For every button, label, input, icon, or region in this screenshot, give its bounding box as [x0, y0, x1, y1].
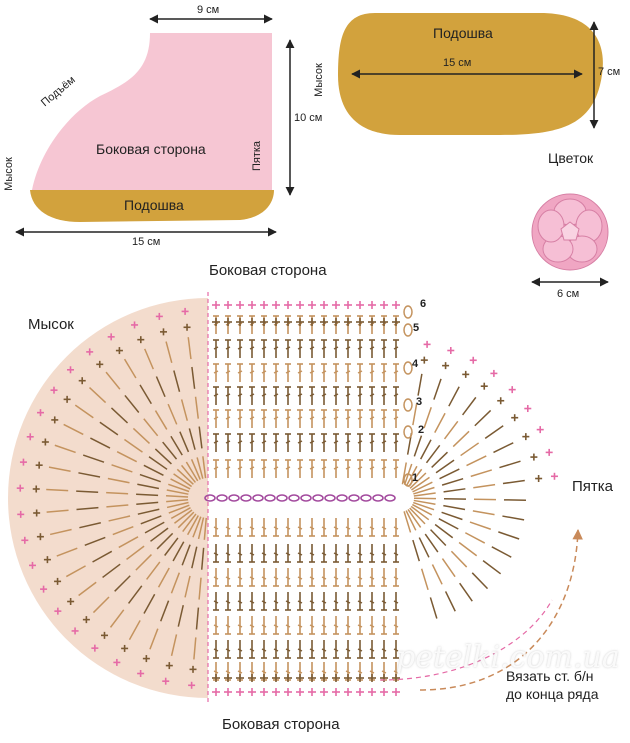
side-toe-label: Мысок: [3, 157, 15, 191]
middle-stitches: [212, 301, 400, 696]
scheme-toe-label: Мысок: [28, 316, 74, 333]
flower-title: Цветок: [548, 150, 593, 166]
row-number-4: 4: [412, 358, 418, 370]
row-number-3: 3: [416, 396, 422, 408]
sole-title: Подошва: [433, 25, 493, 41]
top-width-label: 9 см: [197, 4, 219, 16]
scheme-top-label: Боковая сторона: [209, 262, 327, 279]
toe-semicircle: [8, 298, 208, 698]
row-number-6: 6: [420, 298, 426, 310]
side-label: Боковая сторона: [96, 141, 206, 157]
watermark: petelki.com.ua: [396, 640, 620, 675]
heel-side-label: Пятка: [251, 141, 263, 171]
row-number-2: 2: [418, 424, 424, 436]
flower-drawing: [532, 194, 608, 282]
scheme-heel-label: Пятка: [572, 478, 613, 495]
scheme-bottom-label: Боковая сторона: [222, 716, 340, 733]
row-number-5: 5: [413, 322, 419, 334]
slipper-sole-label: Подошва: [124, 197, 184, 213]
slipper-upper: [32, 33, 272, 190]
instruction-line2: до конца ряда: [506, 686, 599, 702]
sole-length-label: 15 см: [443, 57, 471, 69]
foundation-chain: [205, 495, 395, 501]
heel-stitches: [402, 306, 558, 618]
row-number-1: 1: [412, 472, 418, 484]
height-label: 10 см: [294, 112, 322, 124]
sole-toe-label: Мысок: [313, 63, 325, 97]
flower-size-label: 6 см: [557, 288, 579, 300]
sole-width-label: 7 см: [598, 66, 620, 78]
length-label: 15 см: [132, 236, 160, 248]
